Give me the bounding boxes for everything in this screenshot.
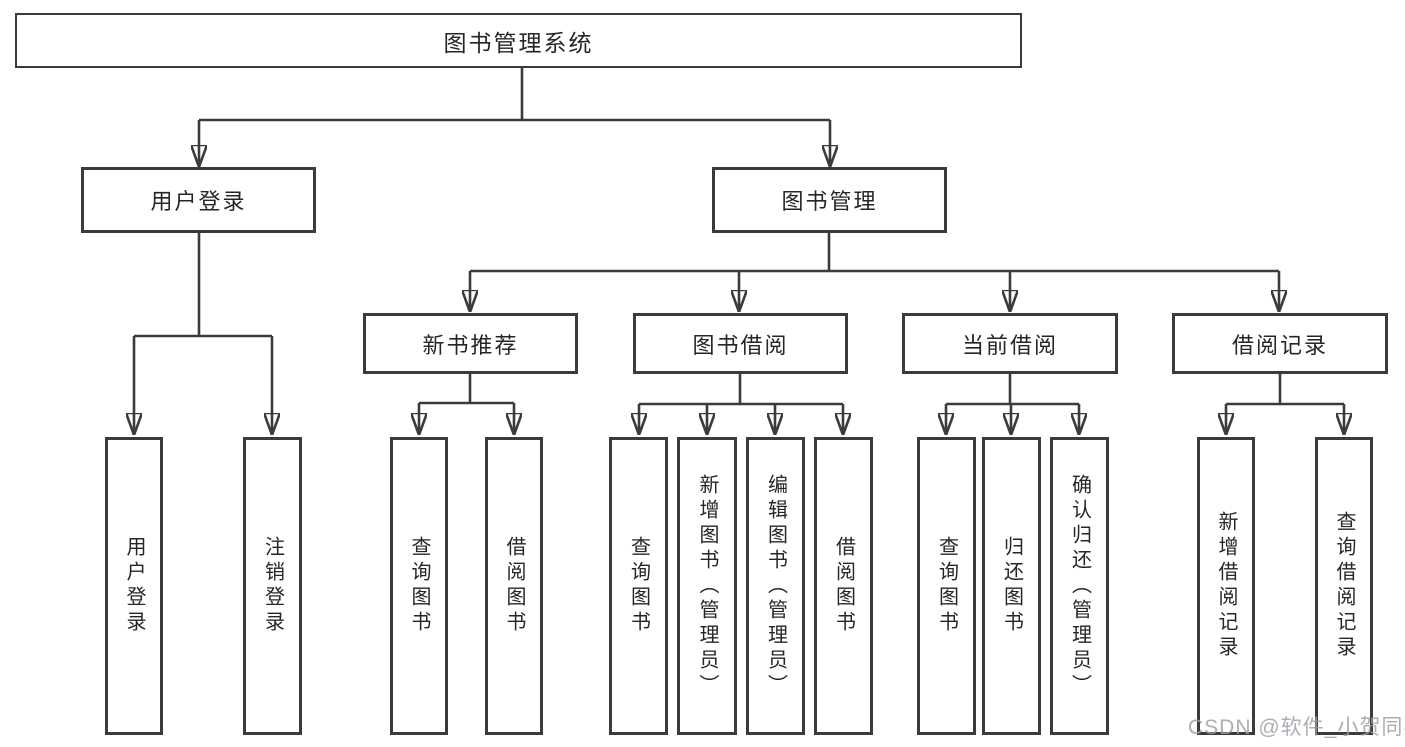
node-br-add-record-label: 新增借阅记录 (1215, 511, 1237, 661)
node-nb-borrow-book: 借阅图书 (485, 437, 543, 735)
node-bb-edit-book-admin: 编辑图书（管理员） (746, 437, 805, 735)
node-book-borrow: 图书借阅 (633, 313, 848, 374)
node-br-query-record-label: 查询借阅记录 (1333, 511, 1355, 661)
node-nb-borrow-book-label: 借阅图书 (503, 536, 525, 636)
node-bb-edit-book-admin-label: 编辑图书（管理员） (764, 473, 787, 699)
connector-book-mgmt-to-level3 (470, 233, 1279, 311)
node-cb-return-book: 归还图书 (982, 437, 1041, 735)
node-br-add-record: 新增借阅记录 (1197, 437, 1255, 735)
connector-book-borrow-children (639, 374, 843, 434)
node-current-borrow-label: 当前借阅 (961, 332, 1058, 358)
node-bb-add-book-admin-label: 新增图书（管理员） (696, 473, 718, 699)
connector-user-login-children (134, 233, 272, 434)
node-cb-query-book-label: 查询图书 (935, 536, 958, 636)
connector-current-borrow-children (946, 374, 1079, 434)
node-nb-query-book: 查询图书 (390, 437, 448, 735)
node-bb-query-book-label: 查询图书 (627, 536, 650, 636)
node-book-borrow-label: 图书借阅 (692, 332, 789, 358)
connector-borrow-records-children (1226, 374, 1344, 434)
node-bb-borrow-book-label: 借阅图书 (832, 536, 855, 636)
node-user-login-action: 用户登录 (105, 437, 163, 735)
node-cb-query-book: 查询图书 (917, 437, 976, 735)
node-new-book-rec: 新书推荐 (363, 313, 578, 374)
node-bb-query-book: 查询图书 (609, 437, 668, 735)
node-logout-action: 注销登录 (243, 437, 302, 735)
node-borrow-records: 借阅记录 (1172, 313, 1388, 374)
node-user-login-action-label: 用户登录 (123, 536, 145, 636)
connector-new-book-rec-children (419, 374, 514, 434)
node-root-label: 图书管理系统 (443, 29, 594, 56)
node-new-book-rec-label: 新书推荐 (422, 332, 519, 358)
connector-root-to-level2 (199, 68, 830, 166)
node-br-query-record: 查询借阅记录 (1315, 437, 1373, 735)
node-borrow-records-label: 借阅记录 (1231, 332, 1328, 358)
node-book-mgmt: 图书管理 (712, 167, 947, 233)
node-root: 图书管理系统 (15, 13, 1022, 68)
node-cb-return-book-label: 归还图书 (1000, 536, 1023, 636)
node-nb-query-book-label: 查询图书 (408, 536, 430, 636)
node-logout-action-label: 注销登录 (261, 536, 284, 636)
node-book-mgmt-label: 图书管理 (781, 189, 878, 214)
node-cb-confirm-return-admin-label: 确认归还（管理员） (1068, 473, 1091, 699)
watermark: CSDN @软件_小贺同学 (1188, 716, 1405, 739)
node-user-login: 用户登录 (81, 167, 316, 233)
node-user-login-label: 用户登录 (150, 189, 247, 214)
node-cb-confirm-return-admin: 确认归还（管理员） (1050, 437, 1109, 735)
node-current-borrow: 当前借阅 (902, 313, 1118, 374)
node-bb-borrow-book: 借阅图书 (814, 437, 873, 735)
node-bb-add-book-admin: 新增图书（管理员） (677, 437, 737, 735)
